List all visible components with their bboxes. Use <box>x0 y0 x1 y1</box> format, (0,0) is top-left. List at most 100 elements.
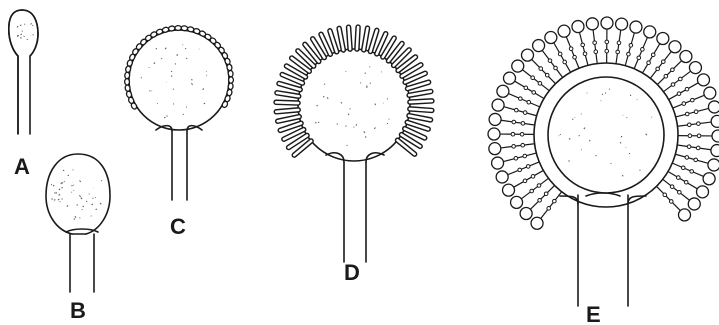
conidium <box>489 143 501 155</box>
vesicle-speck <box>584 128 585 129</box>
vesicle-speck <box>60 201 61 202</box>
vesicle-speck <box>89 194 90 195</box>
conidium-small <box>531 175 535 179</box>
vesicle-speck <box>323 96 324 97</box>
conidia-chain <box>634 37 647 68</box>
conidium <box>511 196 523 208</box>
phialide-bud <box>168 26 175 32</box>
vesicle-speck <box>206 75 207 76</box>
vesicle-speck <box>173 104 174 105</box>
conidium <box>558 25 570 37</box>
conidium <box>669 41 681 53</box>
conidium <box>630 21 642 33</box>
conidium-small <box>558 52 562 56</box>
conidium <box>689 62 701 74</box>
conidia-chain <box>504 107 537 116</box>
conidium-small <box>691 98 695 102</box>
conidium <box>521 49 533 61</box>
conidium <box>680 50 692 62</box>
conidium-small <box>538 82 542 86</box>
vesicle-speck <box>33 34 34 35</box>
conidium-small <box>682 102 686 106</box>
vesicle-speck <box>569 138 570 139</box>
phialide-core <box>357 27 358 49</box>
stage-label-b: B <box>70 298 86 323</box>
conidium <box>703 173 715 185</box>
conidia-chain <box>625 33 634 66</box>
stage-b-drawing <box>46 154 110 292</box>
stage-c-specks <box>141 45 207 118</box>
vesicle-speck <box>164 117 165 118</box>
phialide-core <box>410 101 432 102</box>
conidium-small <box>521 143 525 147</box>
conidia-chain <box>677 145 711 150</box>
phialide-core <box>349 27 351 49</box>
conidium-small <box>669 200 673 204</box>
phialide-bud <box>228 70 234 77</box>
conidium-small <box>523 111 527 115</box>
phialide-bud <box>221 100 228 108</box>
conidium-small <box>617 41 621 45</box>
conidium <box>601 17 613 29</box>
conidium-small <box>515 108 519 112</box>
vesicle-speck <box>191 83 192 84</box>
vesicle-speck <box>374 128 375 129</box>
vesicle-speck <box>17 26 18 27</box>
vesicle-speck <box>75 216 76 217</box>
conidium-small <box>681 166 685 170</box>
conidium <box>708 101 719 113</box>
conidia-chain <box>579 32 588 65</box>
phialide-bud <box>228 83 234 90</box>
vesicle-speck <box>621 136 622 137</box>
vesicle-speck <box>96 209 97 210</box>
conidium-small <box>676 176 680 180</box>
conidium-small <box>647 61 651 65</box>
conidia-chain <box>673 95 705 108</box>
conidium <box>496 171 508 183</box>
stage-c-bumps <box>125 26 234 110</box>
conidium-small <box>519 97 523 101</box>
stage-d-phialides <box>276 27 432 155</box>
conidium <box>712 130 719 142</box>
conidium <box>657 32 669 44</box>
conidium-small <box>641 48 645 52</box>
conidium-small <box>531 76 535 80</box>
conidium-small <box>694 158 698 162</box>
conidium <box>512 60 524 72</box>
conidium <box>503 184 515 196</box>
stage-c-drawing <box>125 26 234 200</box>
vesicle-speck <box>171 76 172 77</box>
conidium-small <box>690 170 694 174</box>
phialide-bud <box>229 77 234 83</box>
stage-a-drawing <box>9 10 38 134</box>
vesicle-speck <box>356 124 357 125</box>
conidium-small <box>521 122 525 126</box>
conidia-chain <box>503 153 536 162</box>
stage-label-d: D <box>344 260 360 285</box>
conidia-chain <box>501 144 535 148</box>
vesicle-speck <box>318 122 319 123</box>
conidium <box>497 85 509 97</box>
vesicle-speck <box>317 105 318 106</box>
vesicle-speck <box>327 97 328 98</box>
vesicle-speck <box>100 203 101 204</box>
vesicle-speck <box>80 180 81 181</box>
conidium-small <box>583 52 587 56</box>
conidium-small <box>688 134 692 138</box>
conidium-small <box>605 40 609 44</box>
conidia-chain <box>675 154 708 163</box>
conidium-small <box>687 123 691 127</box>
conidium <box>586 18 598 30</box>
conidium-small <box>527 100 531 104</box>
conidium-small <box>662 60 666 64</box>
conidium-small <box>670 185 674 189</box>
vesicle-speck <box>161 58 162 59</box>
conidia-chain <box>676 108 709 117</box>
vesicle-speck <box>620 142 621 143</box>
conidium-small <box>523 179 527 183</box>
phialide-bud <box>181 26 188 31</box>
stage-label-a: A <box>14 154 30 179</box>
vesicle-speck <box>154 63 155 64</box>
stage-label-e: E <box>586 302 601 325</box>
conidium-small <box>594 50 598 54</box>
